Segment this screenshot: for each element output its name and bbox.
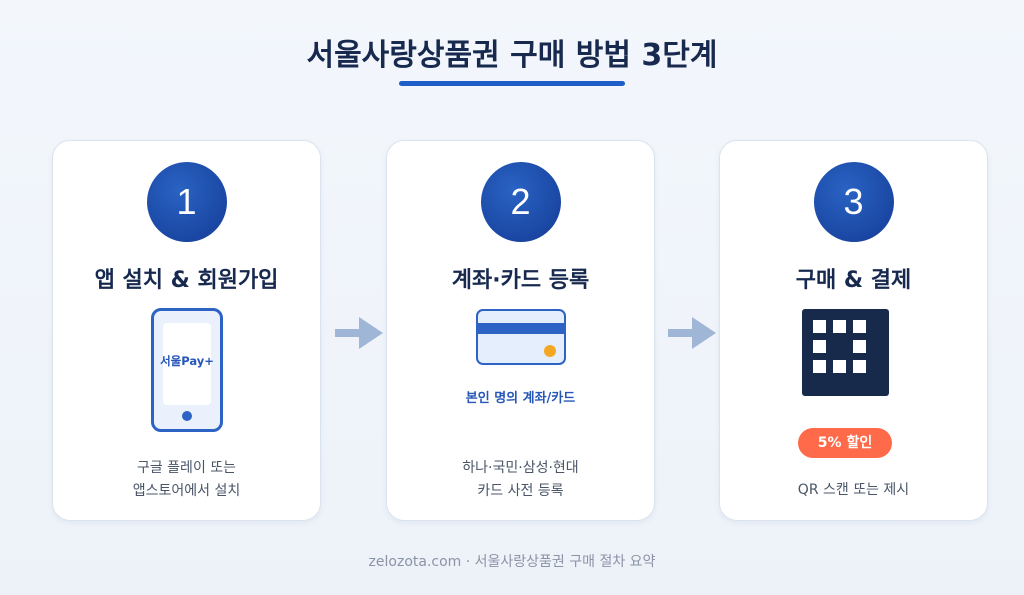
credit-card-icon (476, 309, 566, 365)
app-label: 서울Pay+ (160, 354, 214, 368)
step-1-desc-line-2: 앱스토어에서 설치 (132, 483, 241, 499)
step-description-1: 구글 플레이 또는 앱스토어에서 설치 (53, 457, 320, 503)
step-number-3: 3 (813, 162, 894, 242)
qr-cell (833, 320, 846, 333)
step-heading-3: 구매 & 결제 (795, 268, 912, 293)
page-title: 서울사랑상품권 구매 방법 3단계 (306, 38, 718, 73)
step-1-desc-line-1: 구글 플레이 또는 (136, 460, 237, 476)
card-note: 본인 명의 계좌/카드 (465, 391, 576, 406)
qr-cell (853, 360, 866, 373)
phone-screen: 서울Pay+ (160, 323, 214, 405)
step-card-3: 3 구매 & 결제 5% 할인 QR 스캔 또는 제시 (719, 140, 988, 521)
step-heading-1: 앱 설치 & 회원가입 (94, 268, 279, 293)
qr-cell (853, 340, 866, 353)
arrow-right-icon (335, 317, 383, 349)
step-card-1: 1 앱 설치 & 회원가입 서울Pay+ 구글 플레이 또는 앱스토어에서 설치 (52, 140, 321, 521)
footer-caption: zelozota.com · 서울사랑상품권 구매 절차 요약 (368, 554, 656, 570)
qr-cell (853, 320, 866, 333)
step-number-1: 1 (146, 162, 227, 242)
step-2-desc-line-2: 카드 사전 등록 (477, 483, 564, 499)
phone-home-button (182, 411, 192, 421)
step-number-2: 2 (480, 162, 561, 242)
step-description-3: QR 스캔 또는 제시 (720, 479, 987, 502)
card-chip-dot (544, 345, 556, 357)
discount-badge: 5% 할인 (798, 428, 892, 458)
qr-code-icon (802, 309, 889, 396)
arrow-right-icon (668, 317, 716, 349)
step-2-desc-line-1: 하나·국민·삼성·현대 (462, 460, 579, 476)
qr-cell (813, 360, 826, 373)
title-underline (399, 81, 625, 86)
step-3-desc-line-1: QR 스캔 또는 제시 (797, 482, 910, 498)
step-card-2: 2 계좌·카드 등록 본인 명의 계좌/카드 하나·국민·삼성·현대 카드 사전… (386, 140, 655, 521)
step-heading-2: 계좌·카드 등록 (451, 268, 590, 293)
card-stripe (478, 323, 564, 334)
phone-icon: 서울Pay+ (151, 308, 223, 432)
qr-cell (813, 320, 826, 333)
qr-cell (833, 360, 846, 373)
qr-cell (813, 340, 826, 353)
step-description-2: 하나·국민·삼성·현대 카드 사전 등록 (387, 457, 654, 503)
